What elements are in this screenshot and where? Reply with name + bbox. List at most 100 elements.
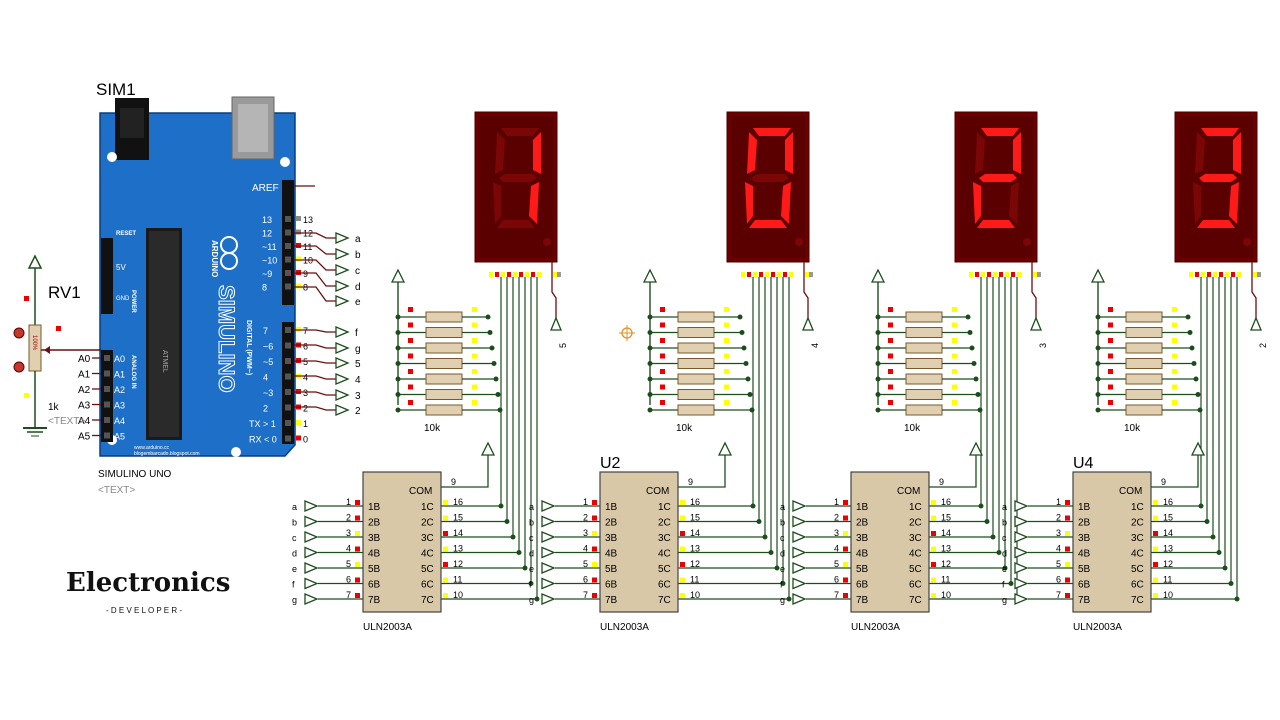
uln-input-pin: 1 [1056, 497, 1061, 507]
pin-state-marker [931, 500, 936, 505]
display-pin [993, 272, 997, 277]
header-pin [104, 417, 110, 423]
pin-state-marker [1065, 546, 1070, 552]
uln-output-pin: 10 [690, 590, 700, 600]
seven-segment-display[interactable] [726, 111, 810, 263]
arduino-board[interactable]: SIM1 ATMEL ARDUINO SIMULINO DIGITAL (PWM… [78, 80, 315, 496]
display-pin [1219, 272, 1223, 277]
header-pin [285, 435, 291, 442]
resistor-network[interactable]: 10k [870, 268, 983, 434]
board-text-tag: <TEXT> [98, 485, 135, 496]
arduino-terminal[interactable]: e [294, 286, 361, 308]
display-pin [1037, 272, 1041, 277]
arduino-terminal[interactable]: 5 [294, 357, 361, 370]
segment-c [781, 182, 791, 224]
resistor-network[interactable]: 10k [1090, 268, 1203, 434]
arduino-terminal[interactable]: 4 [294, 373, 361, 386]
pin-state-marker [843, 515, 848, 521]
terminal-arrow-icon [335, 280, 350, 292]
pin-state-marker [592, 546, 597, 552]
segment-g [1199, 174, 1237, 182]
display-pin [969, 272, 973, 277]
display-pin [1011, 272, 1015, 277]
terminal-wire [294, 272, 336, 287]
display-pin [999, 272, 1003, 277]
uln-input-pin: 4 [834, 544, 839, 554]
arduino-terminal[interactable]: a [294, 232, 361, 245]
arduino-terminal[interactable]: c [294, 259, 360, 277]
uln-input-pin: 7 [1056, 590, 1061, 600]
pin-state-marker [1153, 515, 1158, 521]
header-pin [104, 401, 110, 408]
arduino-terminal[interactable]: f [294, 326, 358, 339]
arduino-terminal[interactable]: b [294, 245, 361, 261]
segment-f [495, 132, 505, 174]
pin-state-marker [680, 500, 685, 505]
com-wire [929, 455, 977, 488]
uln-input-pin: 5 [583, 559, 588, 569]
resistor-network[interactable]: 10k [390, 268, 503, 434]
decimal-point [795, 238, 803, 246]
terminal-label: 2 [355, 406, 361, 417]
pin-state-marker [680, 593, 685, 598]
digital-label: DIGITAL (PWM~) [245, 320, 252, 375]
input-terminal-label: f [780, 580, 783, 590]
chip-label: ATMEL [161, 350, 168, 373]
display-pin [1231, 272, 1235, 277]
terminal-label: 3 [355, 391, 361, 402]
arduino-terminal[interactable]: 3 [294, 389, 361, 402]
potentiometer-rv1[interactable]: 100% RV1 1k <TEXT> [13, 254, 101, 437]
pin-number: 13 [303, 215, 313, 225]
segment-d [497, 220, 535, 228]
terminal-wire [294, 375, 336, 380]
segment-e [973, 182, 981, 224]
pin-number: 4 [303, 373, 308, 383]
gnd-label: GND [116, 296, 130, 302]
arduino-terminal[interactable]: 2 [294, 404, 361, 417]
input-terminal-label: c [1002, 533, 1007, 543]
uln-input-pin: 2 [1056, 513, 1061, 523]
vcc-arrow-icon [27, 254, 43, 269]
input-terminal-label: f [529, 580, 532, 590]
seven-segment-display[interactable] [954, 111, 1038, 263]
resistor [677, 358, 715, 369]
uln-output-label: 6C [658, 580, 671, 591]
input-terminal-arrow-icon [792, 546, 807, 559]
display-pin [805, 272, 809, 277]
uln-part: ULN2003A [851, 622, 900, 633]
uln-output-label: 4C [1131, 549, 1144, 560]
terminal-wire [294, 360, 336, 364]
arduino-terminal[interactable]: g [294, 342, 361, 355]
pin-state-marker [931, 546, 936, 552]
seven-segment-display[interactable] [1174, 111, 1258, 263]
seven-segment-display[interactable] [474, 111, 558, 263]
digital-pin-label: TX > 1 [249, 419, 276, 429]
resistor-network[interactable]: 10k [642, 268, 755, 434]
pin-state-marker [680, 515, 685, 521]
digital-pin-label: ~9 [262, 269, 272, 279]
common-wire [551, 262, 557, 318]
uln-output-label: 7C [421, 595, 434, 606]
display-pin [1189, 272, 1193, 277]
uln-com-pin: 9 [939, 477, 944, 487]
uln-input-label: 5B [605, 564, 618, 575]
segment-e [745, 182, 753, 224]
pin-state-marker [843, 500, 848, 505]
digital-pin-label: 8 [262, 283, 267, 293]
vcc-arrow-icon [1090, 268, 1106, 283]
pin-number: 7 [303, 326, 308, 336]
input-terminal-arrow-icon [792, 593, 807, 605]
segment-a [1201, 128, 1239, 136]
display-pin [1195, 272, 1199, 277]
input-terminal-label: a [292, 502, 297, 512]
uln-com-label: COM [1119, 486, 1142, 497]
arduino-terminal[interactable]: d [294, 272, 361, 293]
uln-input-label: 3B [1078, 533, 1091, 544]
pin-state-marker [443, 577, 448, 583]
terminal-wire [294, 259, 336, 271]
